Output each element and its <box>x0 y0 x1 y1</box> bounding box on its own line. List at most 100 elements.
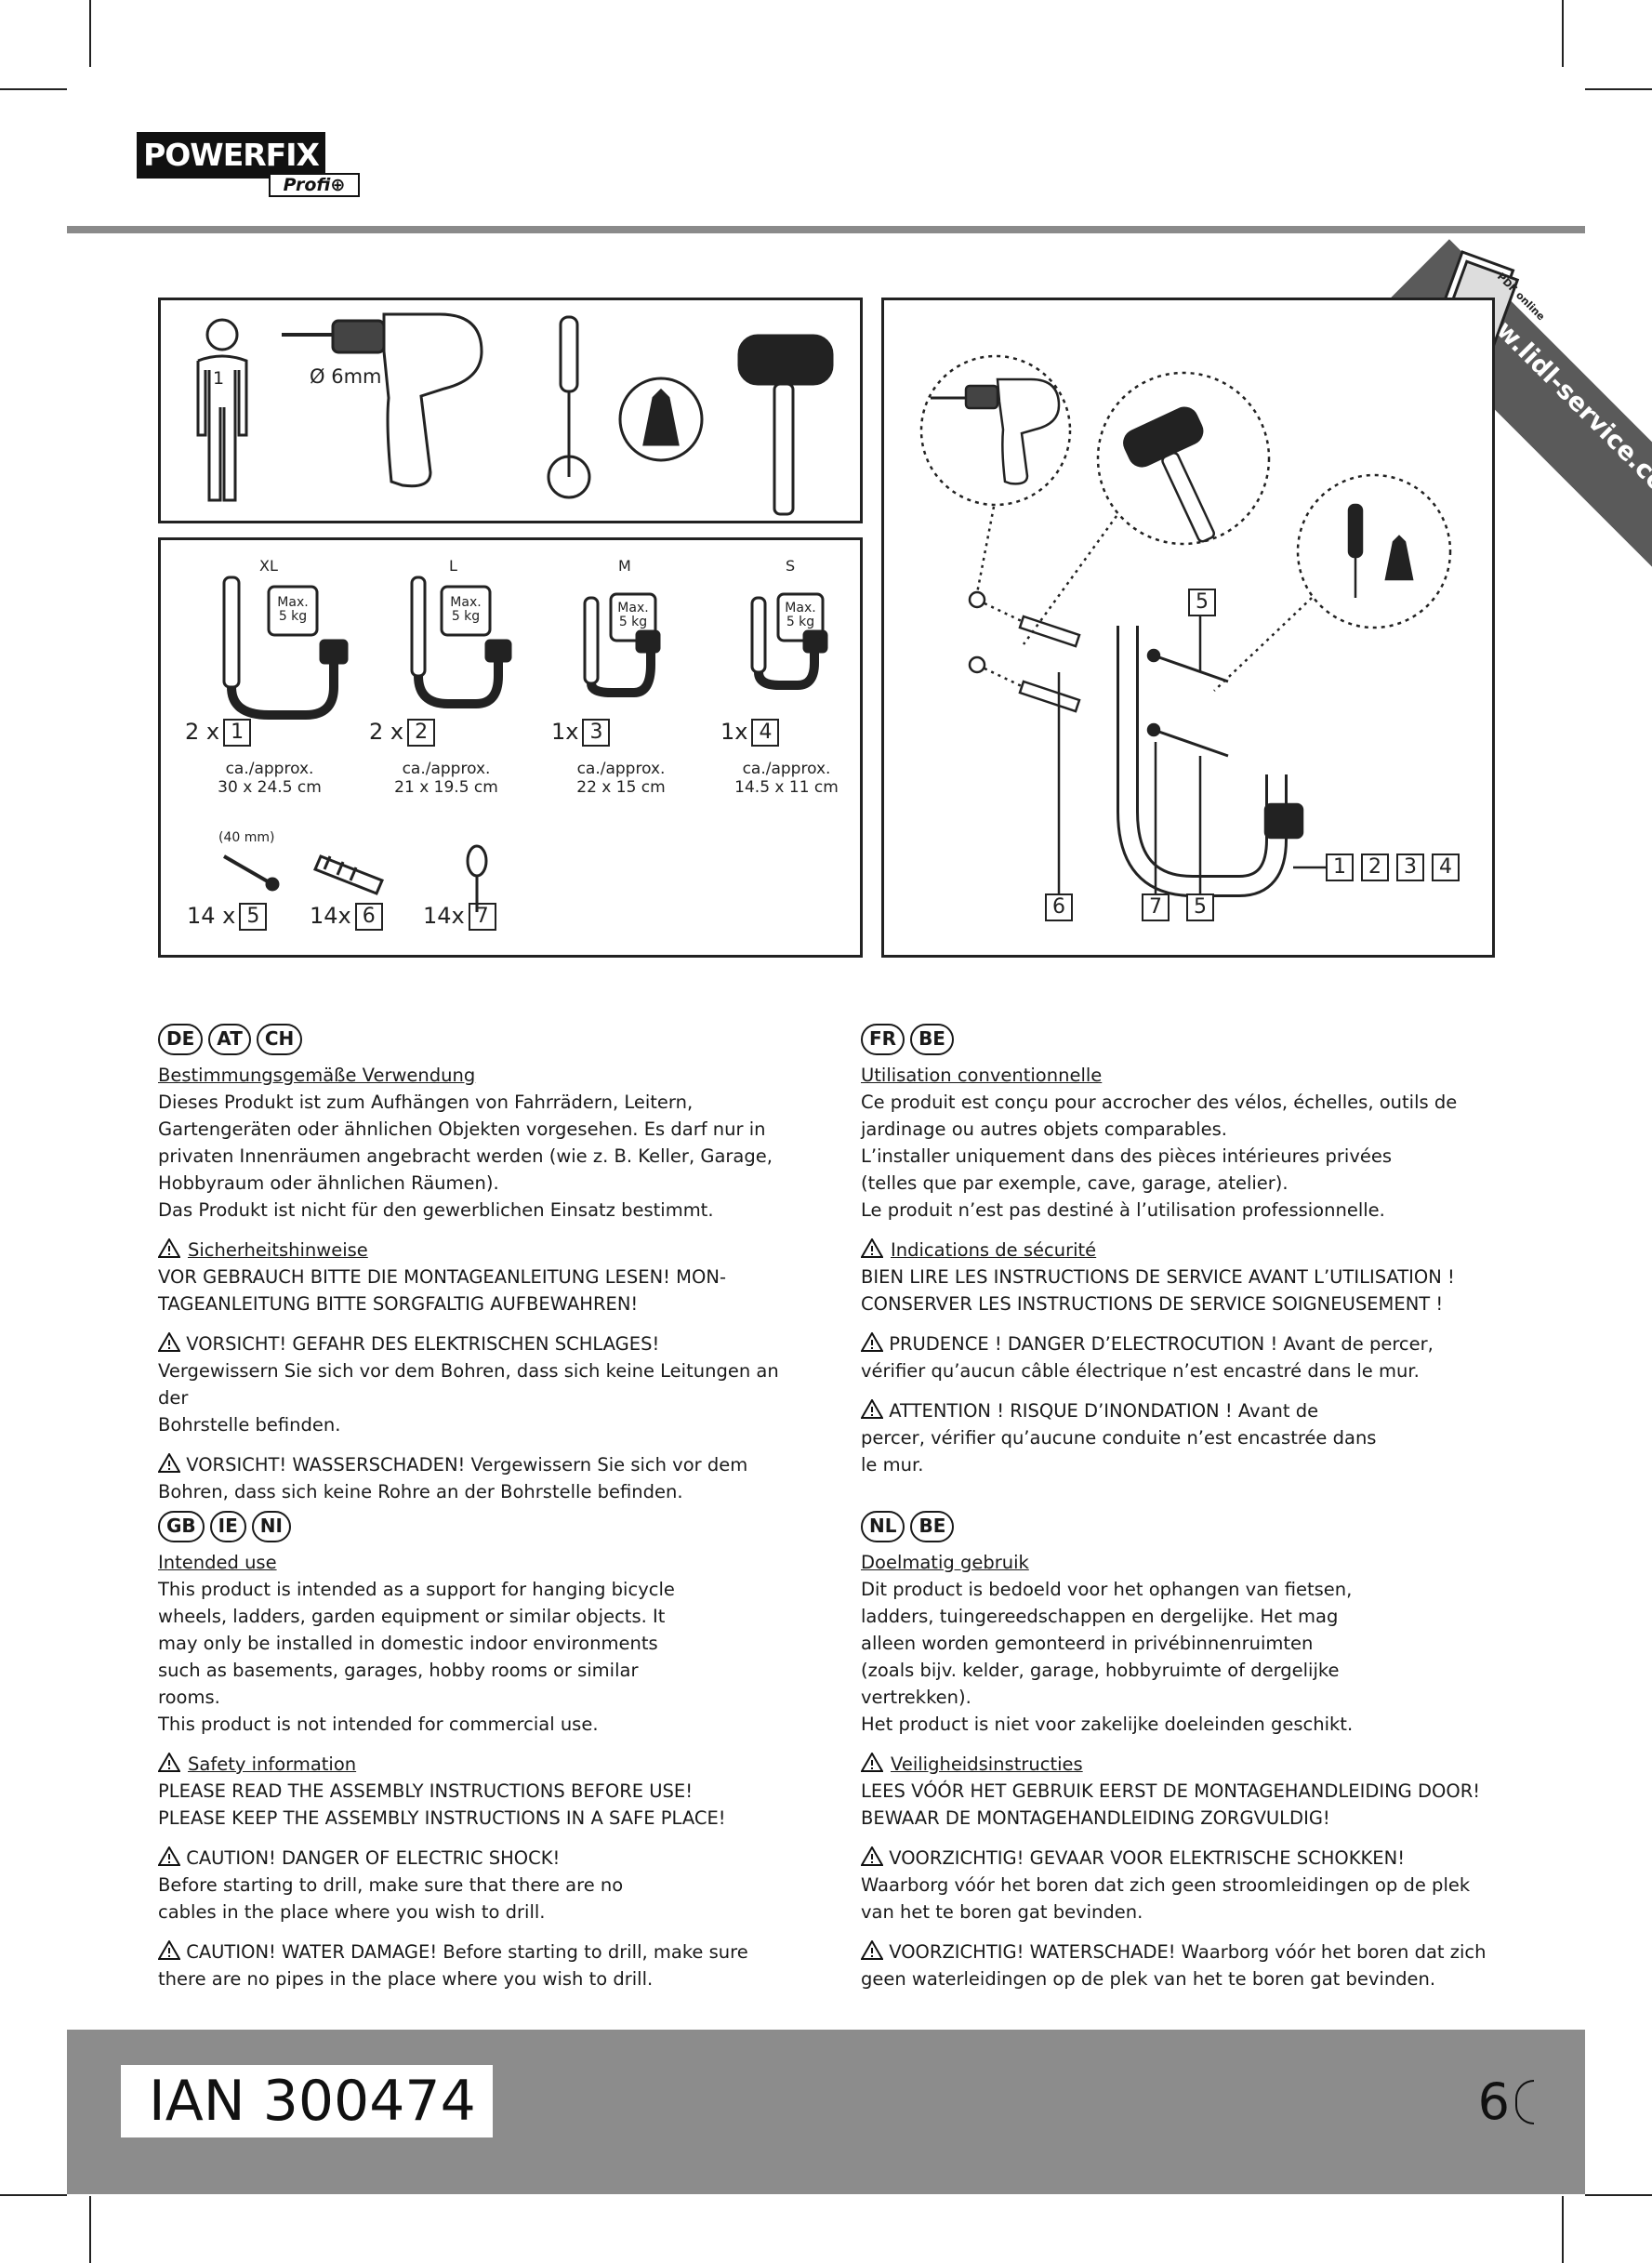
size-label-m: M <box>618 557 631 575</box>
page-tab-icon <box>1515 2080 1534 2124</box>
warning-icon <box>861 1940 883 1960</box>
assembly-drill-icon <box>931 377 1061 485</box>
country-badge: AT <box>208 1024 251 1055</box>
footer-bar: IAN 300474 6 <box>67 2030 1585 2194</box>
crop-mark <box>0 88 67 90</box>
warning-icon <box>861 1846 883 1866</box>
warning-icon <box>158 1753 180 1772</box>
screwdriver-icon <box>547 315 704 499</box>
assembly-panel: 5 1 2 3 4 6 7 5 <box>881 298 1495 958</box>
crop-mark <box>1562 2196 1564 2263</box>
brand-name: POWERFIX <box>137 132 325 179</box>
callout-5-bottom: 5 <box>1186 893 1214 921</box>
max-load-xl: Max.5 kg <box>277 595 309 624</box>
assembly-hammer-icon <box>1123 406 1216 543</box>
crop-mark <box>89 0 91 67</box>
drill-size-label: Ø 6mm <box>310 365 382 388</box>
warning-icon <box>861 1753 883 1772</box>
callout-4: 4 <box>1432 854 1460 881</box>
hook-l-icon <box>410 576 512 708</box>
screw-length-label: (40 mm) <box>218 830 275 845</box>
safety-title: Indications de sécurité <box>891 1239 1097 1261</box>
hook-xl-icon <box>222 576 349 720</box>
section-gb: GB IE NI Intended use This product is in… <box>158 1510 809 2005</box>
country-badge: BE <box>910 1024 954 1055</box>
warning-icon <box>158 1940 180 1960</box>
max-load-s: Max.5 kg <box>785 601 816 629</box>
dowel-icon <box>313 854 384 895</box>
tools-illustration <box>196 312 834 516</box>
hammer-icon <box>737 334 834 516</box>
assembly-dowel-icon <box>984 602 1081 713</box>
assembly-hook-icon <box>1117 626 1304 897</box>
warning-icon <box>158 1453 180 1473</box>
callout-7: 7 <box>1142 893 1170 921</box>
warning-icon <box>158 1846 180 1866</box>
safety-title: Sicherheitshinweise <box>188 1239 368 1261</box>
screw-icon <box>223 854 280 892</box>
callout-6: 6 <box>1045 893 1073 921</box>
warning-icon <box>158 1238 180 1258</box>
max-load-m: Max.5 kg <box>617 601 649 629</box>
country-badge: NL <box>861 1511 905 1542</box>
hook-m-icon <box>583 592 661 697</box>
country-badge: IE <box>209 1511 246 1542</box>
warning-icon <box>861 1399 883 1419</box>
callout-1: 1 <box>1326 854 1354 881</box>
max-load-l: Max.5 kg <box>450 595 482 624</box>
safety-title: Veiligheidsinstructies <box>891 1753 1083 1775</box>
size-label-s: S <box>786 557 796 575</box>
hook-s-icon <box>750 592 828 690</box>
brand-sub: Profi⊕ <box>269 173 360 197</box>
washer-icon <box>466 844 488 912</box>
size-label-xl: XL <box>259 557 278 575</box>
brand-logo: POWERFIX Profi⊕ <box>137 132 360 197</box>
country-badges-de: DE AT CH <box>158 1023 809 1056</box>
crop-mark <box>1562 0 1564 67</box>
parts-illustration <box>222 576 828 912</box>
crop-mark <box>89 2196 91 2263</box>
warning-icon <box>861 1332 883 1352</box>
person-icon <box>196 318 248 502</box>
country-badges-nl: NL BE <box>861 1510 1512 1543</box>
intended-use-title: Utilisation conventionnelle <box>861 1065 1103 1086</box>
section-de: DE AT CH Bestimmungsgemäße Verwendung Di… <box>158 1023 809 1518</box>
warning-icon <box>861 1238 883 1258</box>
warning-icon <box>158 1332 180 1352</box>
safety-title: Safety information <box>188 1753 357 1775</box>
intended-use-title: Bestimmungsgemäße Verwendung <box>158 1065 476 1086</box>
intended-use-title: Doelmatig gebruik <box>861 1552 1029 1573</box>
person-count: 1 <box>213 368 225 389</box>
section-fr: FR BE Utilisation conventionnelle Ce pro… <box>861 1023 1512 1491</box>
section-nl: NL BE Doelmatig gebruik Dit product is b… <box>861 1510 1512 2005</box>
country-badge: GB <box>158 1511 205 1542</box>
drill-icon <box>282 312 483 488</box>
tools-panel: 1 Ø 6mm <box>158 298 863 523</box>
country-badges-gb: GB IE NI <box>158 1510 809 1543</box>
header-rule <box>67 226 1585 233</box>
hook-dims-l: ca./approx.21 x 19.5 cm <box>394 760 498 797</box>
callout-3: 3 <box>1396 854 1424 881</box>
country-badge: CH <box>256 1024 303 1055</box>
callout-5-top: 5 <box>1188 589 1216 616</box>
hook-dims-s: ca./approx.14.5 x 11 cm <box>734 760 839 797</box>
ian-number: IAN 300474 <box>121 2065 493 2137</box>
assembly-illustration <box>919 354 1452 905</box>
assembly-screwdriver-icon <box>1347 503 1414 598</box>
hook-dims-xl: ca./approx.30 x 24.5 cm <box>218 760 322 797</box>
page-number: 6 <box>1478 2074 1534 2130</box>
country-badge: BE <box>910 1511 955 1542</box>
crop-mark <box>0 2194 67 2196</box>
country-badge: DE <box>158 1024 204 1055</box>
assembly-screw-icon <box>1146 648 1229 758</box>
hook-dims-m: ca./approx.22 x 15 cm <box>576 760 666 797</box>
intended-use-title: Intended use <box>158 1552 277 1573</box>
crop-mark <box>1585 2194 1652 2196</box>
